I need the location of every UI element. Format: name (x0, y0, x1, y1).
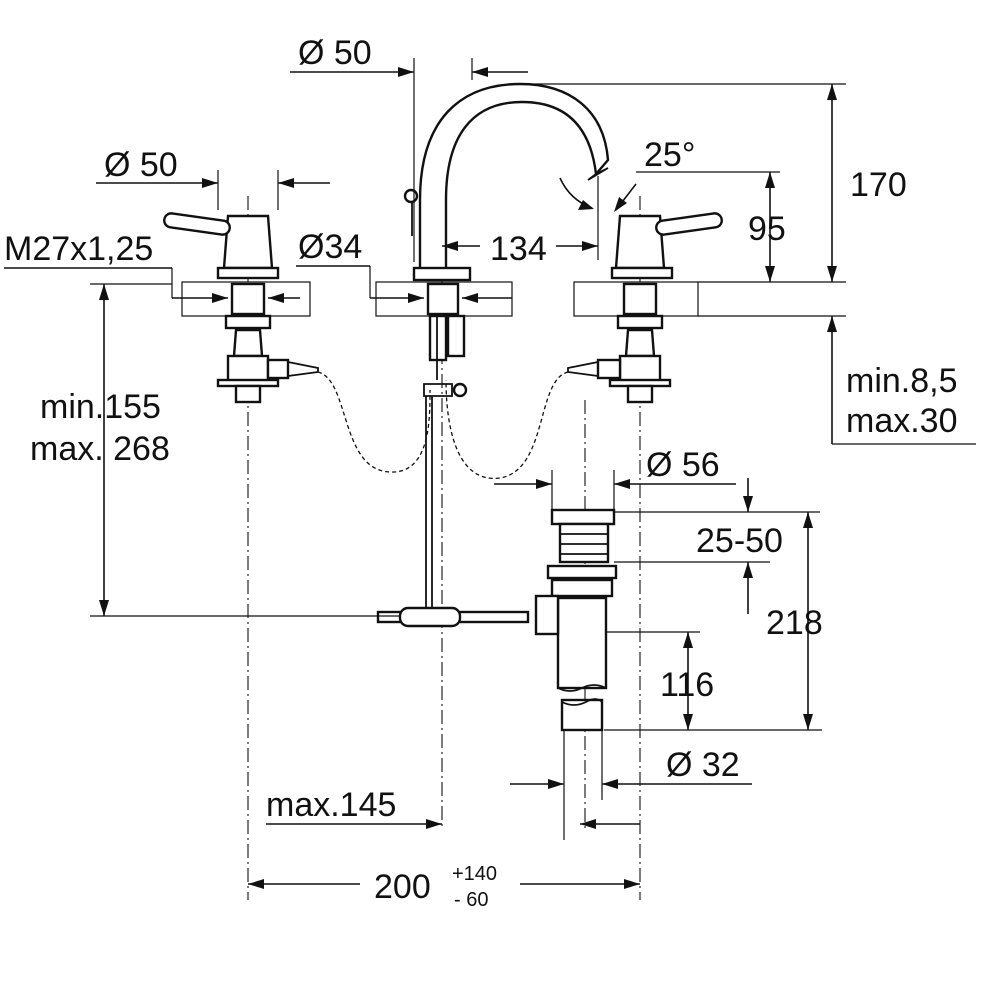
waste-height-label: 218 (766, 604, 823, 642)
spout (403, 82, 610, 398)
right-valve (567, 212, 723, 404)
lift-rod (376, 396, 530, 628)
left-valve (163, 212, 319, 404)
centers-label: 200 (374, 868, 431, 906)
deck-min-label: min.8,5 (846, 362, 958, 400)
supply-hoses (317, 371, 569, 479)
centers-plus-label: +140 (452, 863, 497, 885)
deck-max-label: max.30 (846, 402, 958, 440)
spout-diameter-label: Ø 50 (298, 34, 372, 72)
thread-label: M27x1,25 (4, 230, 153, 268)
connection-min-label: min.155 (40, 388, 161, 426)
handle-diameter-label: Ø 50 (104, 146, 178, 184)
spout-height-label: 95 (748, 210, 786, 248)
centers-minus-label: - 60 (454, 889, 488, 911)
body-diameter-label: Ø34 (298, 228, 362, 266)
waste-diameter-label: Ø 56 (646, 446, 720, 484)
total-height-label: 170 (850, 166, 907, 204)
tailpiece-label: 116 (660, 666, 714, 704)
dimension-lines (4, 58, 976, 889)
tail-diameter-label: Ø 32 (666, 746, 740, 784)
spout-reach-label: 134 (490, 230, 547, 268)
connection-max-label: max. 268 (30, 430, 170, 468)
waste-adjust-label: 25-50 (696, 522, 783, 560)
rod-offset-label: max.145 (266, 786, 396, 824)
spout-angle-label: 25° (644, 136, 695, 174)
pop-up-waste (534, 508, 618, 732)
